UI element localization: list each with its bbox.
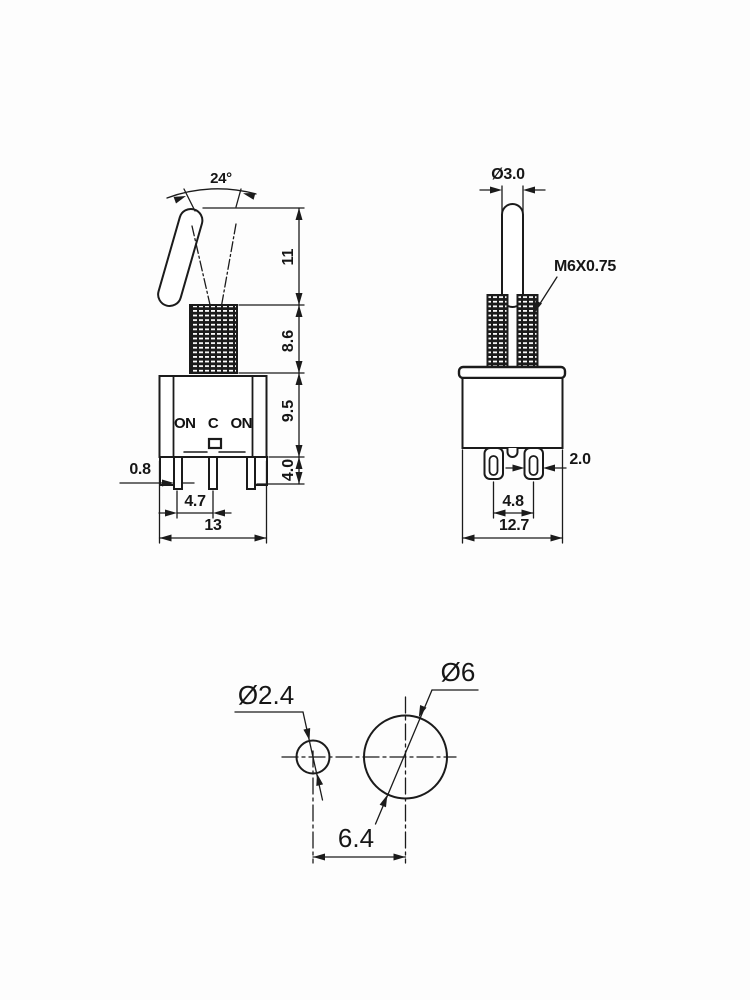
bottom-spacing-label: 6.4 [337,823,375,853]
side-terminal-thickness-dimension [505,464,567,472]
side-thread-leader [533,276,558,314]
side-pitch-label: 4.8 [502,493,524,510]
bottom-small-dia-label: Ø2.4 [237,680,295,710]
front-pin-right [246,456,256,490]
front-angle-dimension [166,188,257,212]
front-lever [157,207,204,307]
front-view [119,188,305,544]
front-thread-height-label: 8.6 [280,329,297,353]
front-lever-height-label: 11 [280,248,297,266]
side-thread-right [516,294,539,368]
marking-center: C [207,415,219,432]
bottom-large-dia-leader [374,689,479,825]
side-thread-left [486,294,509,368]
front-pitch-dimension [158,490,232,519]
front-pitch-label: 4.7 [184,493,206,510]
bottom-small-dia-leader [234,711,324,801]
bottom-spacing-dimension [312,853,407,861]
side-lever-dia-label: Ø3.0 [491,166,525,183]
front-pin-left [173,456,183,490]
bottom-hole-large [363,714,448,800]
side-flange [457,365,567,380]
side-terminal-thickness-label: 2.0 [569,451,591,468]
side-lever [501,203,524,308]
side-center-tab [506,447,519,458]
front-body-height-label: 9.5 [280,399,297,423]
front-pin-width-label: 0.8 [129,461,151,478]
front-width-dimension [158,460,268,544]
bottom-hole-small [295,739,331,775]
side-view [457,185,567,544]
bottom-view [234,689,479,864]
front-pin-center [208,456,218,490]
side-lever-dia-dimension [479,185,546,213]
front-marking-square [207,437,223,450]
front-width-label: 13 [204,517,222,534]
front-body-side-frames [172,375,254,458]
bottom-centerlines [281,696,457,864]
side-depth-label: 12.7 [499,517,529,534]
side-terminal-right-slot [528,455,539,476]
front-angle-label: 24° [210,170,232,187]
front-pin-width-dimension [119,479,195,487]
front-height-dimensions [202,207,305,485]
side-pitch-dimension [492,481,535,519]
marking-on-right: ON [230,415,253,432]
bottom-large-dia-label: Ø6 [440,657,476,687]
front-thread [189,304,238,374]
side-body [461,377,564,449]
side-depth-dimension [461,449,564,544]
front-body-marking: ON C ON [174,415,252,432]
marking-on-left: ON [174,415,196,432]
front-terminal-height-label: 4.0 [280,458,297,482]
side-terminal-left-slot [488,455,499,476]
side-thread-spec-label: M6X0.75 [554,258,616,275]
